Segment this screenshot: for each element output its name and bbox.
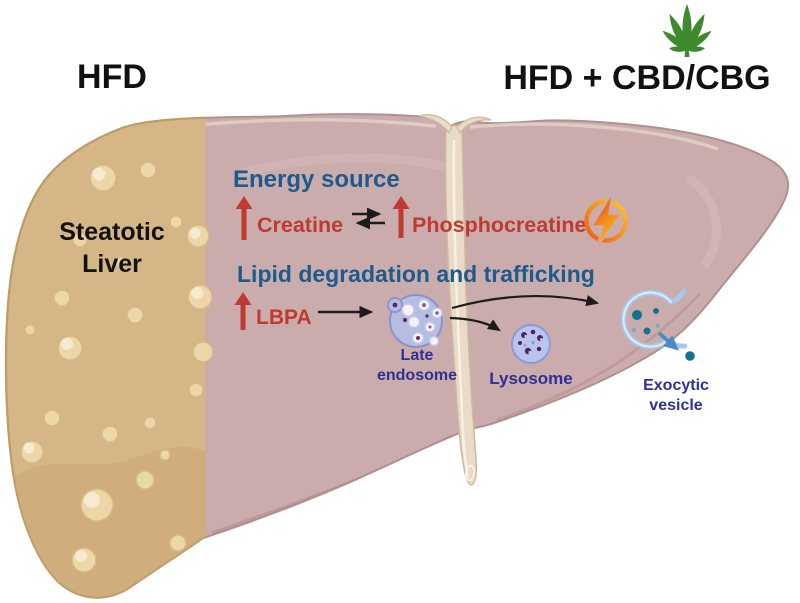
lysosome-label: Lysosome	[489, 369, 572, 388]
exocytic-vesicle-label-line1: Exocytic	[643, 377, 709, 394]
creatine-label: Creatine	[257, 213, 343, 237]
liver-pink-shading	[131, 118, 721, 535]
late-endosome-label-line1: Late	[401, 347, 434, 364]
steatotic-label-line1: Steatotic	[59, 218, 165, 246]
left-condition-title: HFD	[77, 58, 147, 96]
lysosome-icon	[511, 324, 551, 364]
energy-source-section: Energy source Creatine Phosphocreatine	[233, 166, 628, 250]
right-condition-title: HFD + CBD/CBG	[503, 59, 770, 97]
equilibrium-arrows-icon	[352, 207, 385, 230]
steatotic-liver-label: Steatotic Liver	[59, 218, 165, 278]
phosphocreatine-label: Phosphocreatine	[412, 213, 586, 237]
increase-arrow-icon	[234, 292, 252, 330]
trafficking-arrows	[318, 295, 600, 332]
exocytic-vesicle-icon	[620, 288, 695, 361]
lightning-bolt-icon	[584, 193, 628, 250]
late-endosome-icon	[387, 294, 443, 348]
increase-arrow-icon	[235, 196, 253, 240]
lipid-degradation-section: Lipid degradation and trafficking LBPA L…	[234, 261, 709, 414]
increase-arrow-icon	[392, 196, 410, 238]
cannabis-leaf-icon	[662, 4, 712, 57]
energy-source-heading: Energy source	[233, 166, 400, 193]
steatotic-label-line2: Liver	[82, 250, 142, 278]
steatotic-region	[4, 113, 206, 599]
lbpa-label: LBPA	[256, 306, 312, 329]
late-endosome-label-line2: endosome	[377, 367, 457, 384]
liver-illustration	[4, 113, 790, 599]
steatotic-shadow	[8, 446, 206, 598]
lipid-degradation-heading: Lipid degradation and trafficking	[237, 261, 595, 287]
exocytic-vesicle-label-line2: vesicle	[649, 397, 702, 414]
fat-droplets	[20, 161, 214, 573]
